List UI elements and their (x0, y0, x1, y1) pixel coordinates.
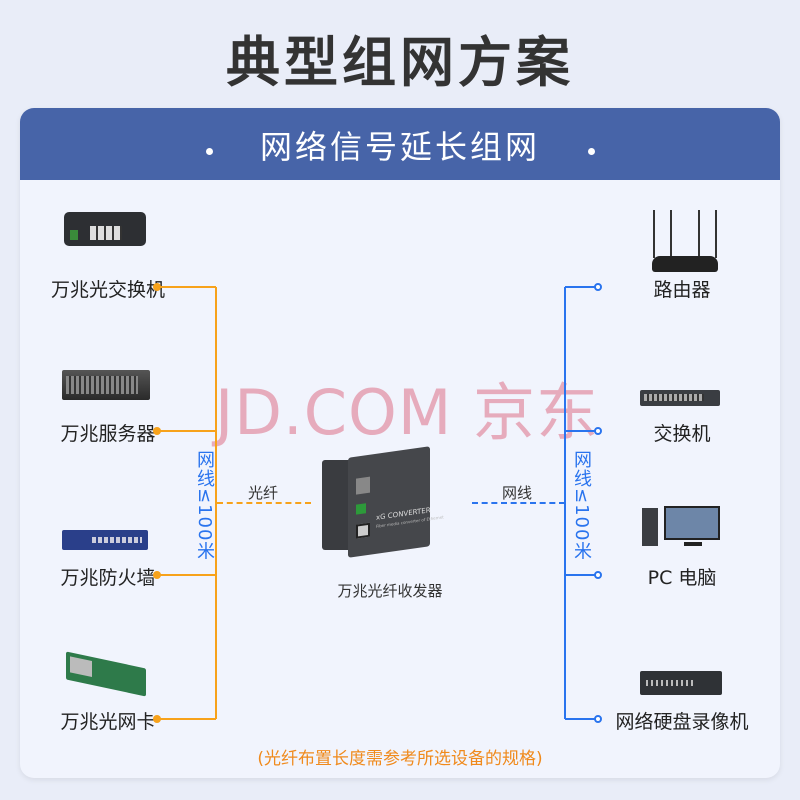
footnote: (光纤布置长度需参考所选设备的规格) (257, 749, 543, 769)
fiber-label: 光纤 (248, 484, 279, 502)
device-label: 万兆光交换机 (50, 279, 165, 301)
connector (157, 286, 216, 288)
device-label: 路由器 (653, 279, 711, 301)
connector (157, 430, 216, 432)
section-title: 网络信号延长组网 (259, 128, 540, 166)
cable-label: 网线 (502, 484, 533, 502)
pc-stand (684, 542, 702, 546)
device-label: 万兆光网卡 (60, 711, 156, 733)
fiber-link (217, 502, 311, 504)
connector-dot (594, 571, 602, 579)
connector-dot (153, 571, 161, 579)
section-header: 网络信号延长组网 (20, 108, 780, 180)
device-label: PC 电脑 (647, 567, 717, 589)
connector-dot (594, 427, 602, 435)
firewall-icon (62, 530, 148, 550)
cable-bus-line (564, 287, 566, 719)
connector-dot (153, 283, 161, 291)
right-distance: 网线≤100米 (571, 450, 592, 561)
center-device-label: 万兆光纤收发器 (337, 582, 443, 600)
rack-server-icon (62, 370, 150, 400)
bullet-dot (206, 148, 213, 155)
pc-monitor (664, 506, 720, 540)
connector (157, 574, 216, 576)
device-label: 万兆服务器 (60, 423, 156, 445)
device-label: 交换机 (653, 423, 711, 445)
connector (565, 574, 597, 576)
watermark: JD.COM 京东 (215, 376, 600, 449)
nvr-icon (640, 671, 722, 695)
industrial-switch-icon (64, 212, 146, 246)
connector (565, 286, 597, 288)
page-title: 典型组网方案 (226, 31, 574, 94)
connector-dot (594, 283, 602, 291)
media-converter-icon: xG CONVERTER Fiber media converter of Et… (320, 446, 444, 558)
connector (565, 718, 597, 720)
router-icon (650, 210, 720, 274)
fiber-bus-line (215, 287, 217, 719)
left-distance: 网线≤100米 (194, 450, 215, 561)
connector (565, 430, 597, 432)
connector-dot (153, 715, 161, 723)
switch-icon (640, 390, 720, 406)
connector (157, 718, 216, 720)
connector-dot (594, 715, 602, 723)
device-label: 网络硬盘录像机 (615, 711, 749, 733)
device-label: 万兆防火墙 (60, 567, 156, 589)
pc-icon (642, 508, 658, 546)
bullet-dot (588, 148, 595, 155)
cable-link (472, 502, 565, 504)
connector-dot (153, 427, 161, 435)
